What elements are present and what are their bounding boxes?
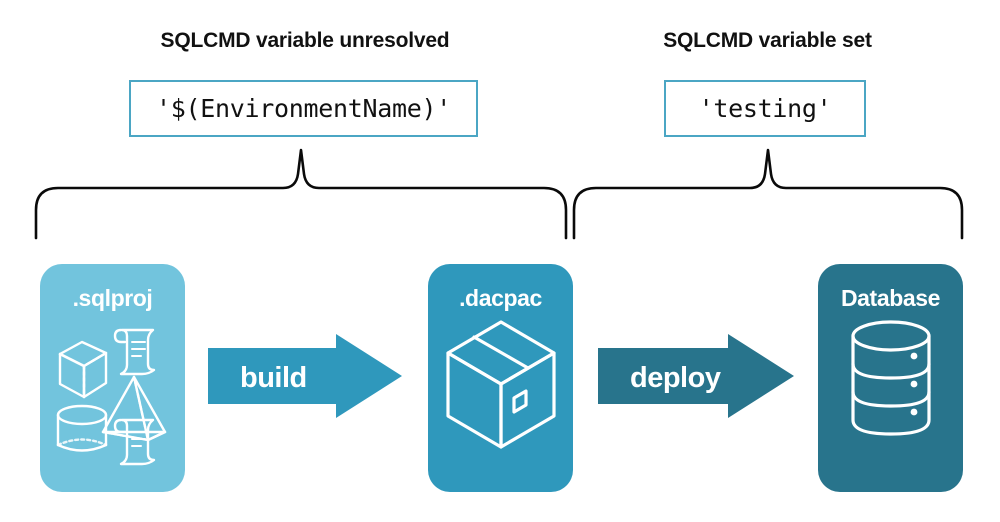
stage-label-dacpac: .dacpac <box>459 285 542 311</box>
arrow-deploy: deploy <box>598 334 794 423</box>
scroll-icon-bottom <box>113 418 155 466</box>
pyramid-icon <box>101 375 166 442</box>
arrow-build: build <box>208 334 402 423</box>
brace-left-icon <box>34 148 568 240</box>
cube-icon <box>58 340 107 399</box>
section-caption-left: SQLCMD variable unresolved <box>160 29 450 52</box>
stage-label-database: Database <box>840 285 941 311</box>
stage-label-sqlproj: .sqlproj <box>72 285 153 311</box>
scroll-icon-top <box>113 328 155 376</box>
dacpac-artwork <box>428 316 573 458</box>
brace-right-icon <box>572 148 964 240</box>
brace-left <box>28 148 574 245</box>
stage-box-dacpac: .dacpac <box>428 264 573 492</box>
sqlcmd-variable-unresolved-value: '$(EnvironmentName)' <box>129 80 478 137</box>
arrow-deploy-icon <box>598 334 794 418</box>
stage-box-database: Database <box>818 264 963 492</box>
cylinder-icon <box>56 404 107 452</box>
package-box-icon <box>445 320 556 449</box>
arrow-build-icon <box>208 334 402 418</box>
section-caption-right: SQLCMD variable set <box>663 29 872 52</box>
database-cylinder-icon <box>850 320 931 436</box>
sqlproj-artwork <box>40 316 185 466</box>
database-artwork <box>818 316 963 446</box>
brace-right <box>566 148 970 245</box>
sqlcmd-variable-set-value: 'testing' <box>664 80 866 137</box>
stage-box-sqlproj: .sqlproj <box>40 264 185 492</box>
